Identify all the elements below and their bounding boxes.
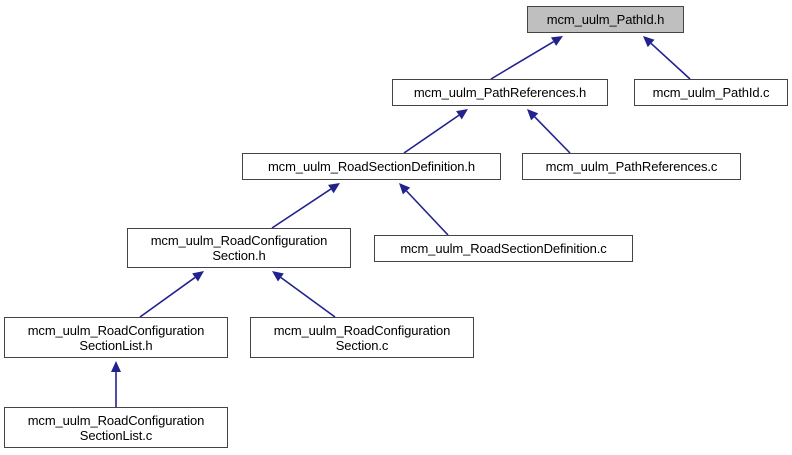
graph-node-label: mcm_uulm_RoadConfiguration SectionList.c (27, 412, 205, 443)
graph-node-label: mcm_uulm_RoadConfiguration Section.c (273, 322, 451, 353)
graph-node-roadsectiondefinition-c[interactable]: mcm_uulm_RoadSectionDefinition.c (374, 235, 633, 262)
graph-edge (271, 183, 340, 229)
graph-node-pathreferences-h[interactable]: mcm_uulm_PathReferences.h (392, 79, 608, 106)
graph-edge (403, 109, 468, 154)
graph-node-label: mcm_uulm_PathReferences.c (545, 159, 718, 174)
edge-arrowhead-icon (192, 271, 204, 282)
graph-node-label: mcm_uulm_RoadSectionDefinition.c (400, 241, 607, 256)
graph-edge (527, 109, 571, 154)
graph-node-label: mcm_uulm_RoadSectionDefinition.h (267, 159, 476, 174)
graph-edge (139, 271, 204, 318)
edge-arrowhead-icon (272, 271, 284, 282)
graph-node-roadconfigurationsectionlist-h[interactable]: mcm_uulm_RoadConfiguration SectionList.h (4, 317, 228, 358)
graph-node-label: mcm_uulm_PathId.c (652, 85, 770, 100)
edge-arrowhead-icon (399, 183, 411, 195)
graph-edge (643, 36, 691, 80)
graph-node-label: mcm_uulm_PathReferences.h (413, 85, 587, 100)
edge-arrowhead-icon (111, 361, 121, 372)
graph-edge (272, 271, 336, 318)
graph-node-pathid-c[interactable]: mcm_uulm_PathId.c (634, 79, 788, 106)
graph-edge (111, 361, 121, 407)
graph-node-roadconfigurationsectionlist-c[interactable]: mcm_uulm_RoadConfiguration SectionList.c (4, 407, 228, 448)
graph-edge (399, 183, 449, 236)
edge-arrowhead-icon (527, 109, 539, 121)
edge-arrowhead-icon (643, 36, 655, 48)
edge-arrowhead-icon (328, 183, 340, 194)
graph-node-label: mcm_uulm_PathId.h (546, 12, 665, 27)
graph-node-pathid-h[interactable]: mcm_uulm_PathId.h (527, 6, 684, 33)
edge-arrowhead-icon (550, 36, 563, 46)
edge-arrowhead-icon (456, 109, 468, 120)
graph-edge (490, 36, 563, 80)
graph-node-label: mcm_uulm_RoadConfiguration Section.h (150, 233, 328, 263)
graph-node-pathreferences-c[interactable]: mcm_uulm_PathReferences.c (522, 153, 741, 180)
graph-node-roadconfigurationsection-h[interactable]: mcm_uulm_RoadConfiguration Section.h (127, 228, 351, 268)
graph-node-label: mcm_uulm_RoadConfiguration SectionList.h (27, 322, 205, 353)
graph-node-roadsectiondefinition-h[interactable]: mcm_uulm_RoadSectionDefinition.h (242, 153, 501, 180)
graph-node-roadconfigurationsection-c[interactable]: mcm_uulm_RoadConfiguration Section.c (250, 317, 474, 358)
